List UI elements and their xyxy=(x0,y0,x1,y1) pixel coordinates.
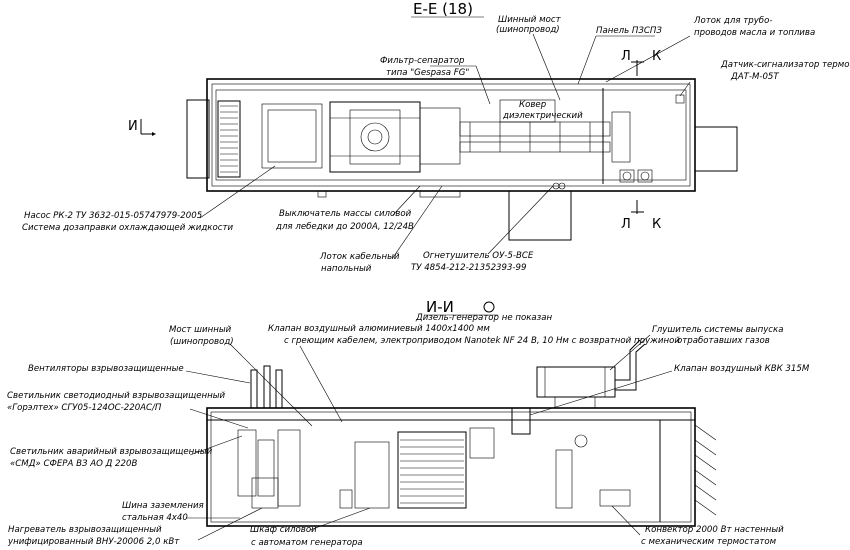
plan-view xyxy=(186,78,738,241)
svg-text:«Горэлтех» СГУ05-124ОС-220АС/П: «Горэлтех» СГУ05-124ОС-220АС/П xyxy=(7,403,162,413)
svg-text:К: К xyxy=(652,217,661,232)
svg-text:И: И xyxy=(128,119,138,134)
section-mark-i: И xyxy=(128,119,156,136)
label-cable-tray: Лоток кабельный xyxy=(319,252,400,262)
svg-text:Л: Л xyxy=(621,49,631,64)
label-switch: Выключатель массы силовой xyxy=(279,209,412,219)
svg-text:ДАТ-М-05Т: ДАТ-М-05Т xyxy=(730,72,779,82)
svg-text:с автоматом генератора: с автоматом генератора xyxy=(251,538,363,548)
svg-text:ТУ 4854-212-21352393-99: ТУ 4854-212-21352393-99 xyxy=(411,263,526,273)
louvres xyxy=(694,424,717,516)
label-convector: Конвектор 2000 Вт настенный xyxy=(645,525,784,535)
svg-text:(шинопровод): (шинопровод) xyxy=(170,337,234,347)
label-cabinet: Шкаф силовой xyxy=(250,525,317,535)
svg-text:напольный: напольный xyxy=(321,264,372,274)
label-muffler: Глушитель системы выпуска xyxy=(652,325,783,335)
svg-text:унифицированный ВНУ-20006 2,0: унифицированный ВНУ-20006 2,0 кВт xyxy=(7,537,180,547)
generator-hatch xyxy=(400,439,464,504)
svg-text:Л: Л xyxy=(621,217,631,232)
svg-text:К: К xyxy=(652,49,661,64)
label-pump: Насос РК-2 ТУ 3632-015-05747979-2005 xyxy=(24,211,202,221)
label-tray-pipes: Лоток для трубо- xyxy=(693,16,772,26)
label-ground-bus: Шина заземления xyxy=(122,501,204,511)
svg-text:типа "Gespasa FG": типа "Gespasa FG" xyxy=(386,68,469,78)
label-diesel-hidden: Дизель-генератор не показан xyxy=(415,313,553,323)
plan-labels: Шинный мост (шинопровод) Панель ПЗСПЗ Ло… xyxy=(22,15,850,274)
label-lamps: Светильник светодиодный взрывозащищенный xyxy=(7,391,226,401)
label-valve-kvk: Клапан воздушный КВК 315М xyxy=(674,364,810,374)
label-valve: Клапан воздушный алюминиевый 1400х1400 м… xyxy=(268,324,490,334)
svg-text:Система дозаправки охлаждающей: Система дозаправки охлаждающей жидкости xyxy=(22,223,233,233)
svg-text:проводов масла и топлива: проводов масла и топлива xyxy=(694,28,815,38)
label-busbar: Шинный мост xyxy=(498,15,562,25)
label-sensor: Датчик-сигнализатор термо xyxy=(720,60,850,70)
plan-view-title: Е-Е (18) xyxy=(413,0,473,18)
svg-text:(шинопровод): (шинопровод) xyxy=(496,25,560,35)
svg-text:отработавших газов: отработавших газов xyxy=(677,336,770,346)
svg-text:с механическим термостатом: с механическим термостатом xyxy=(641,537,777,547)
label-heater: Нагреватель взрывозащищенный xyxy=(8,525,162,535)
section-labels: Дизель-генератор не показан Мост шинный … xyxy=(7,313,810,548)
svg-text:с греющим кабелем, электроприв: с греющим кабелем, электроприводом Nanot… xyxy=(284,336,680,346)
label-mat: Ковер xyxy=(519,100,547,110)
radiator-hatch xyxy=(220,105,238,173)
label-extinguisher: Огнетушитель ОУ-5-ВСЕ xyxy=(423,251,534,261)
section-mark-l-k-bottom: Л К xyxy=(621,200,661,232)
label-fans: Вентиляторы взрывозащищенные xyxy=(28,364,184,374)
svg-text:для лебедки до 2000А, 12/24В: для лебедки до 2000А, 12/24В xyxy=(275,222,414,232)
svg-text:«СМД» СФЕРА ВЗ АО Д 220В: «СМД» СФЕРА ВЗ АО Д 220В xyxy=(10,459,137,469)
label-busbar-section: Мост шинный xyxy=(169,325,232,335)
svg-text:диэлектрический: диэлектрический xyxy=(502,111,583,121)
label-filter: Фильтр-сепаратор xyxy=(380,56,465,66)
section-view-title: И-И xyxy=(426,298,454,316)
label-emergency-lamp: Светильник аварийный взрывозащищенный xyxy=(10,447,213,457)
section-view xyxy=(206,339,717,527)
svg-text:стальная 4х40: стальная 4х40 xyxy=(122,513,188,523)
label-panel: Панель ПЗСПЗ xyxy=(596,26,662,36)
